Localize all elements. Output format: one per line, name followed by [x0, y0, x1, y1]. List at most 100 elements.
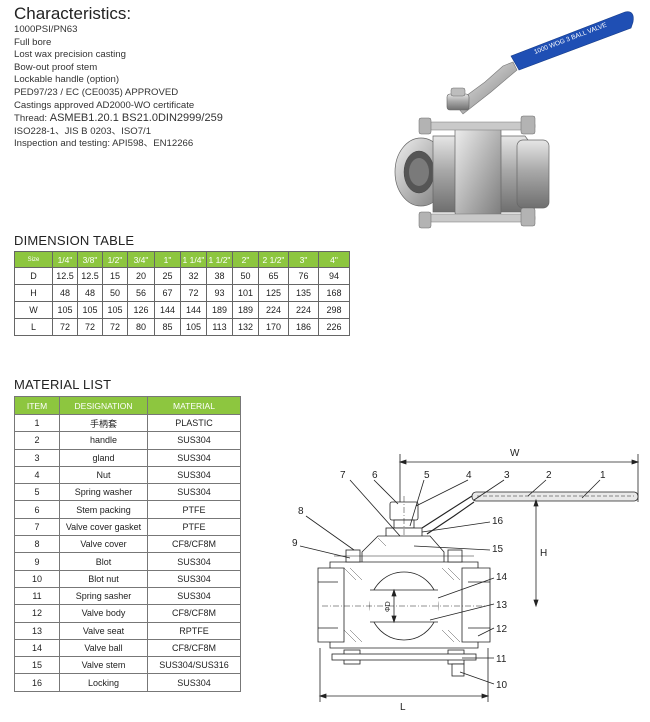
dimension-row-h: H 48 48 50 56 67 72 93 101 125 135 168 — [14, 284, 350, 302]
header-material: MATERIAL — [147, 396, 241, 415]
cell: 94 — [318, 267, 350, 285]
callout-13: 13 — [496, 600, 508, 611]
ball-valve-photo: 1000 WOG 3 BALL VALVE — [394, 11, 634, 229]
cell: 25 — [154, 267, 181, 285]
cell: 189 — [206, 301, 233, 319]
row-item: 12 — [14, 604, 60, 623]
callout-9: 9 — [292, 538, 298, 549]
char-line: Castings approved AD2000-WO certificate — [14, 99, 195, 111]
valve-cross-section-drawing: W H L ΦD 1 2 3 4 5 6 7 8 9 10 11 12 13 1… — [292, 448, 640, 713]
cell: 12.5 — [52, 267, 78, 285]
row-item: 4 — [14, 465, 60, 485]
row-material: CF8/CF8M — [147, 604, 241, 623]
material-header-row: ITEM DESIGNATION MATERIAL — [14, 396, 241, 415]
dim-w-label: W — [510, 448, 520, 459]
char-inspection-line: Inspection and testing: API598、EN12266 — [14, 138, 194, 150]
char-line: Bow-out proof stem — [14, 61, 98, 73]
cell: 93 — [206, 284, 233, 302]
cell: 298 — [318, 301, 350, 319]
cell: 72 — [52, 318, 78, 336]
cell: 80 — [127, 318, 155, 336]
cell: 38 — [206, 267, 233, 285]
row-designation: Spring sasher — [59, 586, 148, 606]
callout-10: 10 — [496, 680, 508, 691]
callout-2: 2 — [546, 470, 552, 481]
dim-h-label: H — [540, 548, 547, 559]
cell: 76 — [288, 267, 319, 285]
row-label: L — [14, 318, 53, 336]
char-line: PED97/23 / EC (CE0035) APPROVED — [14, 86, 179, 98]
row-item: 10 — [14, 569, 60, 588]
size-header: 3/4" — [127, 251, 155, 268]
callout-4: 4 — [466, 470, 472, 481]
dimension-header-row: Size 1/4" 3/8" 1/2" 3/4" 1" 1 1/4" 1 1/2… — [14, 251, 350, 268]
callout-7: 7 — [340, 470, 346, 481]
cell: 101 — [232, 284, 259, 302]
row-label: D — [14, 267, 53, 285]
dim-l-label: L — [400, 702, 406, 713]
char-line: Full bore — [14, 36, 52, 48]
thread-label: Thread: — [14, 113, 48, 125]
row-item: 14 — [14, 638, 60, 658]
cell: 168 — [318, 284, 350, 302]
cell: 48 — [52, 284, 78, 302]
row-designation: Blot — [59, 552, 148, 571]
row-designation: Valve cover — [59, 535, 148, 554]
cell: 105 — [77, 301, 103, 319]
thread-value: ASMEB1.20.1 BS21.0DIN2999/259 — [49, 112, 223, 125]
callout-12: 12 — [496, 624, 508, 635]
char-thread-line: Thread: ASMEB1.20.1 BS21.0DIN2999/259 — [14, 112, 223, 126]
cell: 15 — [102, 267, 128, 285]
dim-d-label: ΦD — [385, 601, 392, 612]
cell: 32 — [180, 267, 207, 285]
row-item: 2 — [14, 431, 60, 450]
row-material: PTFE — [147, 517, 241, 537]
row-material: SUS304 — [147, 586, 241, 606]
material-list-title: MATERIAL LIST — [14, 377, 112, 392]
row-item: 3 — [14, 448, 60, 467]
cell: 72 — [102, 318, 128, 336]
size-header: 3/8" — [77, 251, 103, 268]
row-designation: Valve seat — [59, 621, 148, 640]
row-material: SUS304 — [147, 483, 241, 502]
row-designation: Valve ball — [59, 638, 148, 658]
cell: 125 — [258, 284, 289, 302]
row-material: RPTFE — [147, 621, 241, 640]
row-designation: Stem packing — [59, 500, 148, 519]
cell: 67 — [154, 284, 181, 302]
cell: 113 — [206, 318, 233, 336]
row-designation: Spring washer — [59, 483, 148, 502]
char-line: Lockable handle (option) — [14, 74, 120, 86]
callout-6: 6 — [372, 470, 378, 481]
cell: 105 — [52, 301, 78, 319]
corner-cell: Size — [14, 251, 53, 268]
cell: 50 — [102, 284, 128, 302]
cell: 12.5 — [77, 267, 103, 285]
handle-grip — [510, 11, 634, 71]
size-header: 2 1/2" — [258, 251, 289, 268]
cell: 132 — [232, 318, 259, 336]
header-item: ITEM — [14, 396, 60, 415]
row-designation: Valve body — [59, 604, 148, 623]
row-designation: Locking — [59, 673, 148, 692]
callout-14: 14 — [496, 572, 508, 583]
callout-1: 1 — [600, 470, 606, 481]
callout-5: 5 — [424, 470, 430, 481]
cell: 105 — [102, 301, 128, 319]
row-material: SUS304 — [147, 569, 241, 588]
dimension-row-w: W 105 105 105 126 144 144 189 189 224 22… — [14, 301, 350, 319]
row-material: SUS304 — [147, 673, 241, 692]
row-designation: 手柄套 — [59, 413, 148, 433]
cell: 224 — [288, 301, 319, 319]
